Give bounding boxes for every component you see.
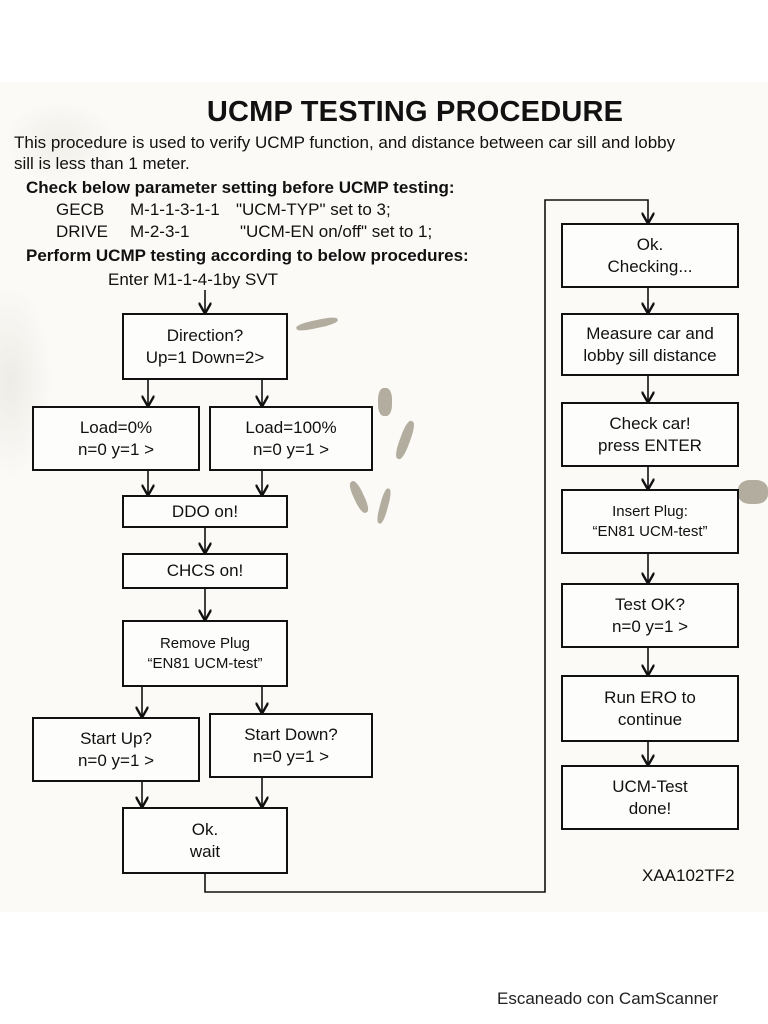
box-line: DDO on!: [171, 501, 239, 521]
document-code: XAA102TF2: [642, 866, 735, 885]
ok-checking-box: Ok. Checking...: [561, 223, 739, 288]
box-line: Run ERO to: [604, 687, 696, 707]
ok-wait-box: Ok. wait: [122, 807, 288, 874]
box-line: Load=100%: [245, 417, 337, 437]
box-line: continue: [617, 709, 683, 729]
intro-line-1: This procedure is used to verify UCMP fu…: [14, 133, 676, 152]
box-line: Start Down?: [244, 724, 338, 744]
parameter-device: DRIVE: [56, 222, 108, 241]
load-0-box: Load=0% n=0 y=1 >: [32, 406, 200, 471]
parameter-menu: M-2-3-1: [130, 222, 190, 241]
box-line: Load=0%: [79, 417, 153, 437]
box-line: Up=1 Down=2>: [145, 347, 265, 367]
box-line: “EN81 UCM-test”: [147, 654, 263, 672]
box-line: done!: [628, 798, 672, 818]
document-title: UCMP TESTING PROCEDURE: [206, 96, 624, 128]
perform-testing-heading: Perform UCMP testing according to below …: [26, 246, 469, 265]
start-down-box: Start Down? n=0 y=1 >: [209, 713, 373, 778]
box-line: Measure car and: [586, 323, 714, 343]
box-line: UCM-Test: [612, 776, 688, 796]
insert-plug-box: Insert Plug: “EN81 UCM-test”: [561, 489, 739, 554]
box-line: n=0 y=1 >: [252, 746, 330, 766]
box-line: Remove Plug: [159, 634, 251, 652]
parameter-device: GECB: [56, 200, 105, 219]
measure-box: Measure car and lobby sill distance: [561, 313, 739, 376]
load-100-box: Load=100% n=0 y=1 >: [209, 406, 373, 471]
box-line: press ENTER: [598, 435, 702, 455]
run-ero-box: Run ERO to continue: [561, 675, 739, 742]
box-line: Ok.: [191, 819, 219, 839]
ddo-on-box: DDO on!: [122, 495, 288, 528]
scan-smudge: [378, 388, 392, 416]
box-line: n=0 y=1 >: [252, 439, 330, 459]
box-line: Insert Plug:: [612, 502, 688, 520]
box-line: Start Up?: [80, 728, 152, 748]
start-up-box: Start Up? n=0 y=1 >: [32, 717, 200, 782]
box-line: Ok.: [636, 234, 664, 254]
parameter-setting: "UCM-EN on/off" set to 1;: [240, 222, 433, 241]
camscanner-watermark: Escaneado con CamScanner: [497, 989, 719, 1008]
remove-plug-box: Remove Plug “EN81 UCM-test”: [122, 620, 288, 687]
chcs-on-box: CHCS on!: [122, 553, 288, 589]
box-line: lobby sill distance: [583, 345, 717, 365]
parameter-setting: "UCM-TYP" set to 3;: [236, 200, 391, 219]
box-line: CHCS on!: [166, 561, 244, 580]
enter-menu-instruction: Enter M1-1-4-1by SVT: [108, 270, 279, 289]
ucm-test-done-box: UCM-Test done!: [561, 765, 739, 830]
box-line: n=0 y=1 >: [77, 750, 155, 770]
box-line: Test OK?: [615, 594, 685, 614]
box-line: n=0 y=1 >: [77, 439, 155, 459]
box-line: wait: [189, 841, 221, 861]
direction-box: Direction? Up=1 Down=2>: [122, 313, 288, 380]
box-line: Check car!: [609, 413, 691, 433]
box-line: n=0 y=1 >: [611, 616, 689, 636]
box-line: “EN81 UCM-test”: [592, 522, 708, 540]
box-line: Checking...: [607, 256, 693, 276]
scan-smudge: [738, 480, 768, 504]
box-line: Direction?: [166, 325, 244, 345]
test-ok-box: Test OK? n=0 y=1 >: [561, 583, 739, 648]
check-car-box: Check car! press ENTER: [561, 402, 739, 467]
check-parameters-heading: Check below parameter setting before UCM…: [26, 178, 455, 197]
intro-line-2: sill is less than 1 meter.: [14, 154, 190, 173]
parameter-menu: M-1-1-3-1-1: [130, 200, 220, 219]
